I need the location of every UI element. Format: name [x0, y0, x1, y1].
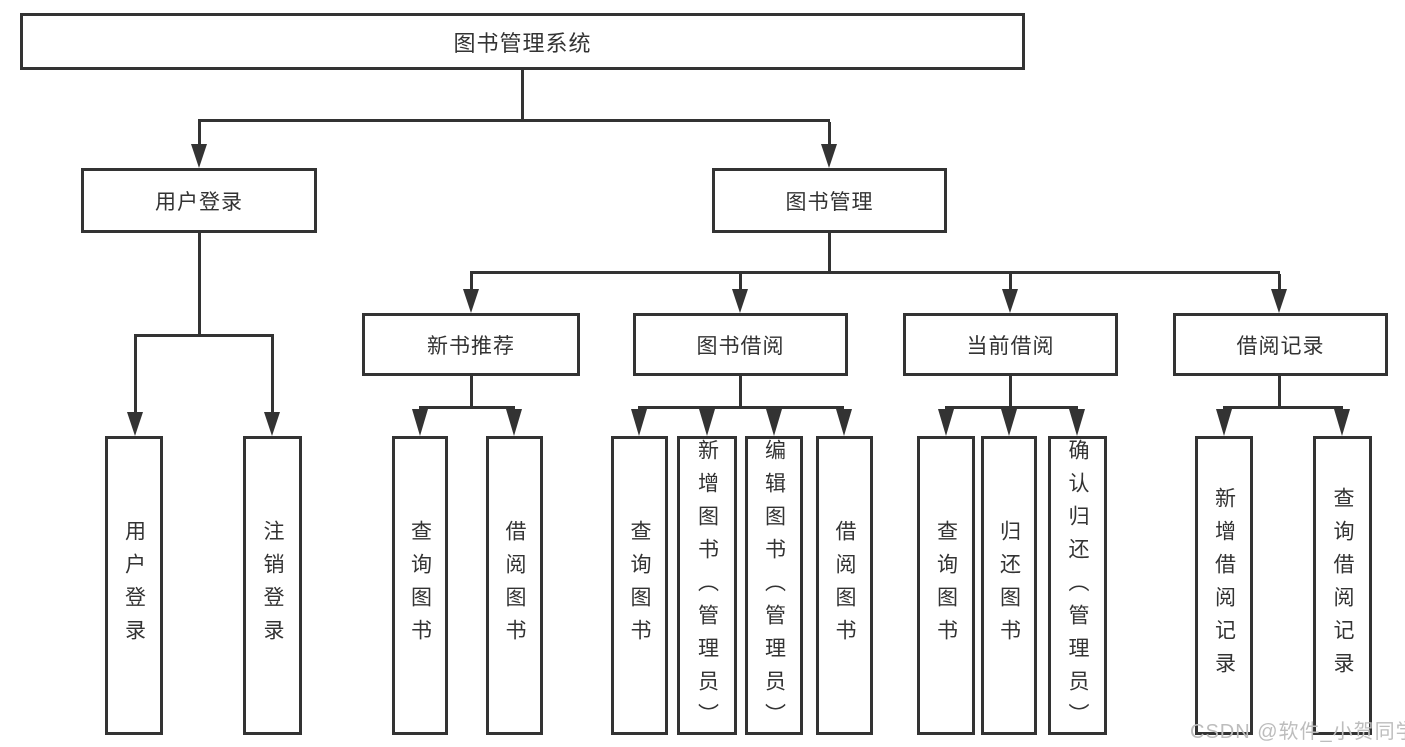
connector-stem: [134, 337, 137, 412]
arrow-down-icon: [836, 409, 852, 436]
connector-hline: [419, 406, 515, 409]
connector-hline: [134, 334, 274, 337]
node-label: 当前借阅: [966, 334, 1055, 358]
leaf-add-borrowing-record: 新增借阅记录: [1195, 436, 1253, 735]
arrow-down-icon: [191, 144, 207, 168]
arrow-down-icon: [127, 412, 143, 436]
arrow-down-icon: [821, 144, 837, 168]
connector-vline: [1278, 376, 1281, 406]
arrow-down-icon: [506, 409, 522, 436]
leaf-label: 借阅图书: [833, 519, 856, 652]
node-label: 图书借阅: [696, 334, 785, 358]
connector-stem: [1009, 274, 1012, 289]
arrow-down-icon: [631, 409, 647, 436]
leaf-query-books-borrowing: 查询图书: [611, 436, 668, 735]
arrow-down-icon: [264, 412, 280, 436]
node-book-management: 图书管理: [712, 168, 947, 233]
csdn-watermark: CSDN @软件_小贺同学: [1190, 721, 1405, 743]
leaf-label: 查询图书: [628, 519, 651, 652]
leaf-label: 查询图书: [934, 519, 958, 652]
leaf-label: 编辑图书（管理员）: [762, 439, 786, 736]
arrow-down-icon: [766, 409, 782, 436]
arrow-down-icon: [412, 409, 428, 436]
connector-vline: [198, 233, 201, 334]
arrow-down-icon: [732, 289, 748, 313]
leaf-label: 借阅图书: [503, 519, 526, 652]
leaf-label: 查询图书: [408, 519, 432, 652]
arrow-down-icon: [1216, 409, 1232, 436]
leaf-confirm-return-admin: 确认归还（管理员）: [1048, 436, 1107, 736]
arrow-down-icon: [1002, 289, 1018, 313]
connector-hline: [638, 406, 844, 409]
leaf-user-login: 用户登录: [105, 436, 163, 735]
arrow-down-icon: [938, 409, 954, 436]
leaf-label: 新增借阅记录: [1212, 486, 1236, 685]
node-label: 图书管理系统: [453, 30, 592, 56]
connector-hline: [945, 406, 1078, 409]
connector-stem: [198, 122, 201, 144]
leaf-label: 新增图书（管理员）: [695, 439, 719, 736]
connector-hline: [1223, 406, 1343, 409]
arrow-down-icon: [1069, 409, 1085, 436]
leaf-borrow-books-recommend: 借阅图书: [486, 436, 543, 735]
leaf-edit-book-admin: 编辑图书（管理员）: [745, 436, 803, 736]
node-new-book-recommend: 新书推荐: [362, 313, 580, 376]
connector-stem: [470, 274, 473, 289]
leaf-return-book: 归还图书: [981, 436, 1037, 735]
leaf-logout: 注销登录: [243, 436, 302, 735]
connector-vline: [521, 70, 524, 119]
leaf-query-books-recommend: 查询图书: [392, 436, 448, 735]
leaf-label: 归还图书: [997, 519, 1021, 652]
arrow-down-icon: [463, 289, 479, 313]
connector-stem: [739, 274, 742, 289]
node-book-borrowing: 图书借阅: [633, 313, 848, 376]
connector-vline: [828, 233, 831, 271]
connector-hline: [198, 119, 830, 122]
leaf-label: 注销登录: [261, 519, 284, 652]
leaf-label: 查询借阅记录: [1331, 486, 1354, 685]
node-library-management-system: 图书管理系统: [20, 13, 1025, 70]
connector-hline: [470, 271, 1280, 274]
connector-stem: [828, 122, 831, 144]
leaf-add-book-admin: 新增图书（管理员）: [677, 436, 737, 736]
connector-vline: [739, 376, 742, 406]
node-user-login: 用户登录: [81, 168, 317, 233]
leaf-label: 用户登录: [122, 519, 146, 652]
node-label: 图书管理: [785, 190, 874, 214]
arrow-down-icon: [699, 409, 715, 436]
connector-vline: [1009, 376, 1012, 406]
arrow-down-icon: [1271, 289, 1287, 313]
leaf-label: 确认归还（管理员）: [1066, 439, 1089, 736]
connector-stem: [271, 337, 274, 412]
node-current-borrowing: 当前借阅: [903, 313, 1118, 376]
node-label: 用户登录: [155, 190, 243, 214]
arrow-down-icon: [1334, 409, 1350, 436]
connector-stem: [1278, 274, 1281, 289]
leaf-borrow-books-borrowing: 借阅图书: [816, 436, 873, 735]
leaf-query-borrowing-record: 查询借阅记录: [1313, 436, 1372, 735]
leaf-query-books-current: 查询图书: [917, 436, 975, 735]
node-label: 新书推荐: [427, 334, 515, 358]
connector-vline: [470, 376, 473, 406]
node-borrowing-records: 借阅记录: [1173, 313, 1388, 376]
arrow-down-icon: [1001, 409, 1017, 436]
node-label: 借阅记录: [1236, 334, 1325, 358]
